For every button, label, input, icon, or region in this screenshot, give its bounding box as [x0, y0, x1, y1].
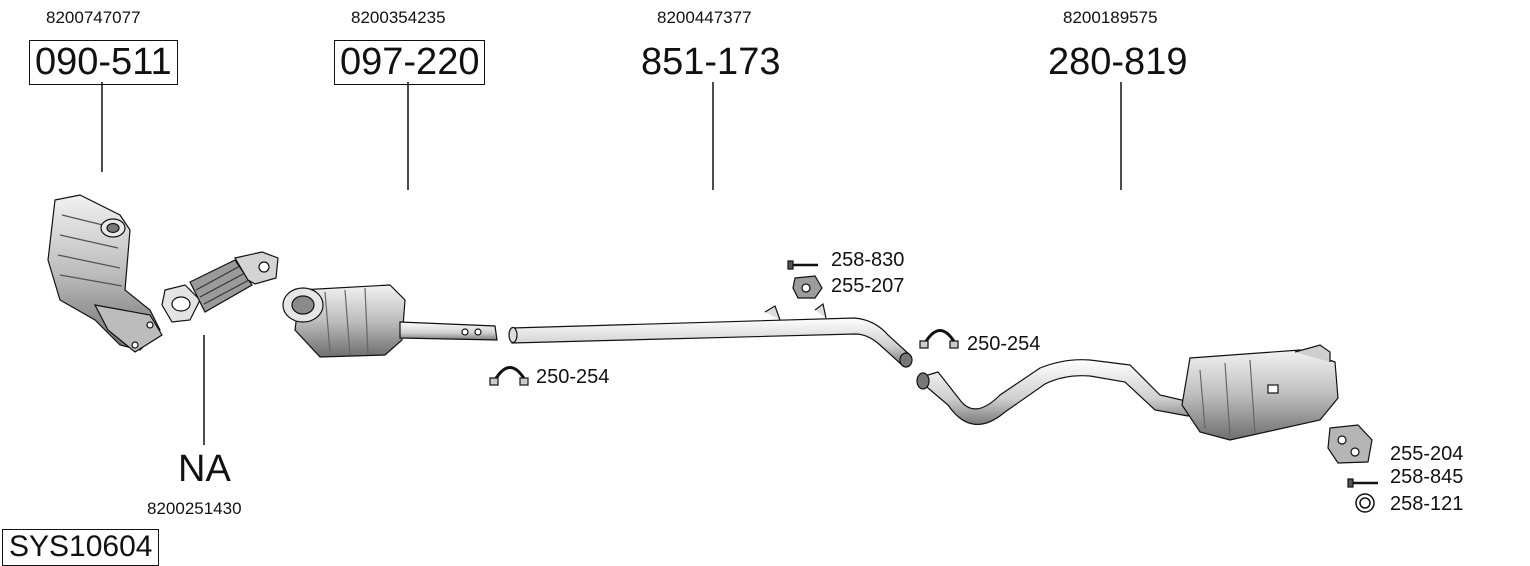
part-number-box: 097-220	[334, 40, 486, 85]
accessory-label: 258-830	[831, 249, 905, 271]
accessory-label: 255-204	[1390, 443, 1464, 465]
system-code-box: SYS10604	[2, 529, 160, 566]
oem-number: 8200189575	[1063, 8, 1158, 27]
part-number: 851-173	[641, 41, 781, 83]
manifold-catalyst-part	[47, 194, 163, 353]
oem-number: 8200251430	[147, 499, 242, 518]
part-number-box: 090-511	[29, 40, 178, 85]
clamp-icon	[489, 366, 529, 386]
center-pipe-part	[508, 302, 913, 368]
accessory-label: 250-254	[967, 333, 1041, 355]
accessory-label: 250-254	[536, 366, 610, 388]
accessory-label: 255-207	[831, 275, 905, 297]
accessory-label: 258-845	[1390, 466, 1464, 488]
part-number: NA	[178, 448, 231, 490]
rubber-mount-icon	[1327, 424, 1373, 464]
clamp-icon	[919, 329, 959, 349]
accessory-icons	[489, 260, 1378, 513]
bolt-icon	[1347, 478, 1378, 488]
leader-lines	[101, 82, 1122, 445]
accessory-label: 258-121	[1390, 493, 1464, 515]
particulate-filter-part	[282, 284, 498, 358]
flex-pipe-part	[161, 251, 279, 323]
oem-number: 8200447377	[657, 8, 752, 27]
ring-icon	[1355, 493, 1375, 513]
oem-number: 8200354235	[351, 8, 446, 27]
rubber-mount-icon	[792, 275, 823, 299]
rear-silencer-part	[916, 344, 1339, 441]
oem-number: 8200747077	[46, 8, 141, 27]
part-number: 280-819	[1048, 41, 1188, 83]
bolt-icon	[787, 260, 818, 270]
